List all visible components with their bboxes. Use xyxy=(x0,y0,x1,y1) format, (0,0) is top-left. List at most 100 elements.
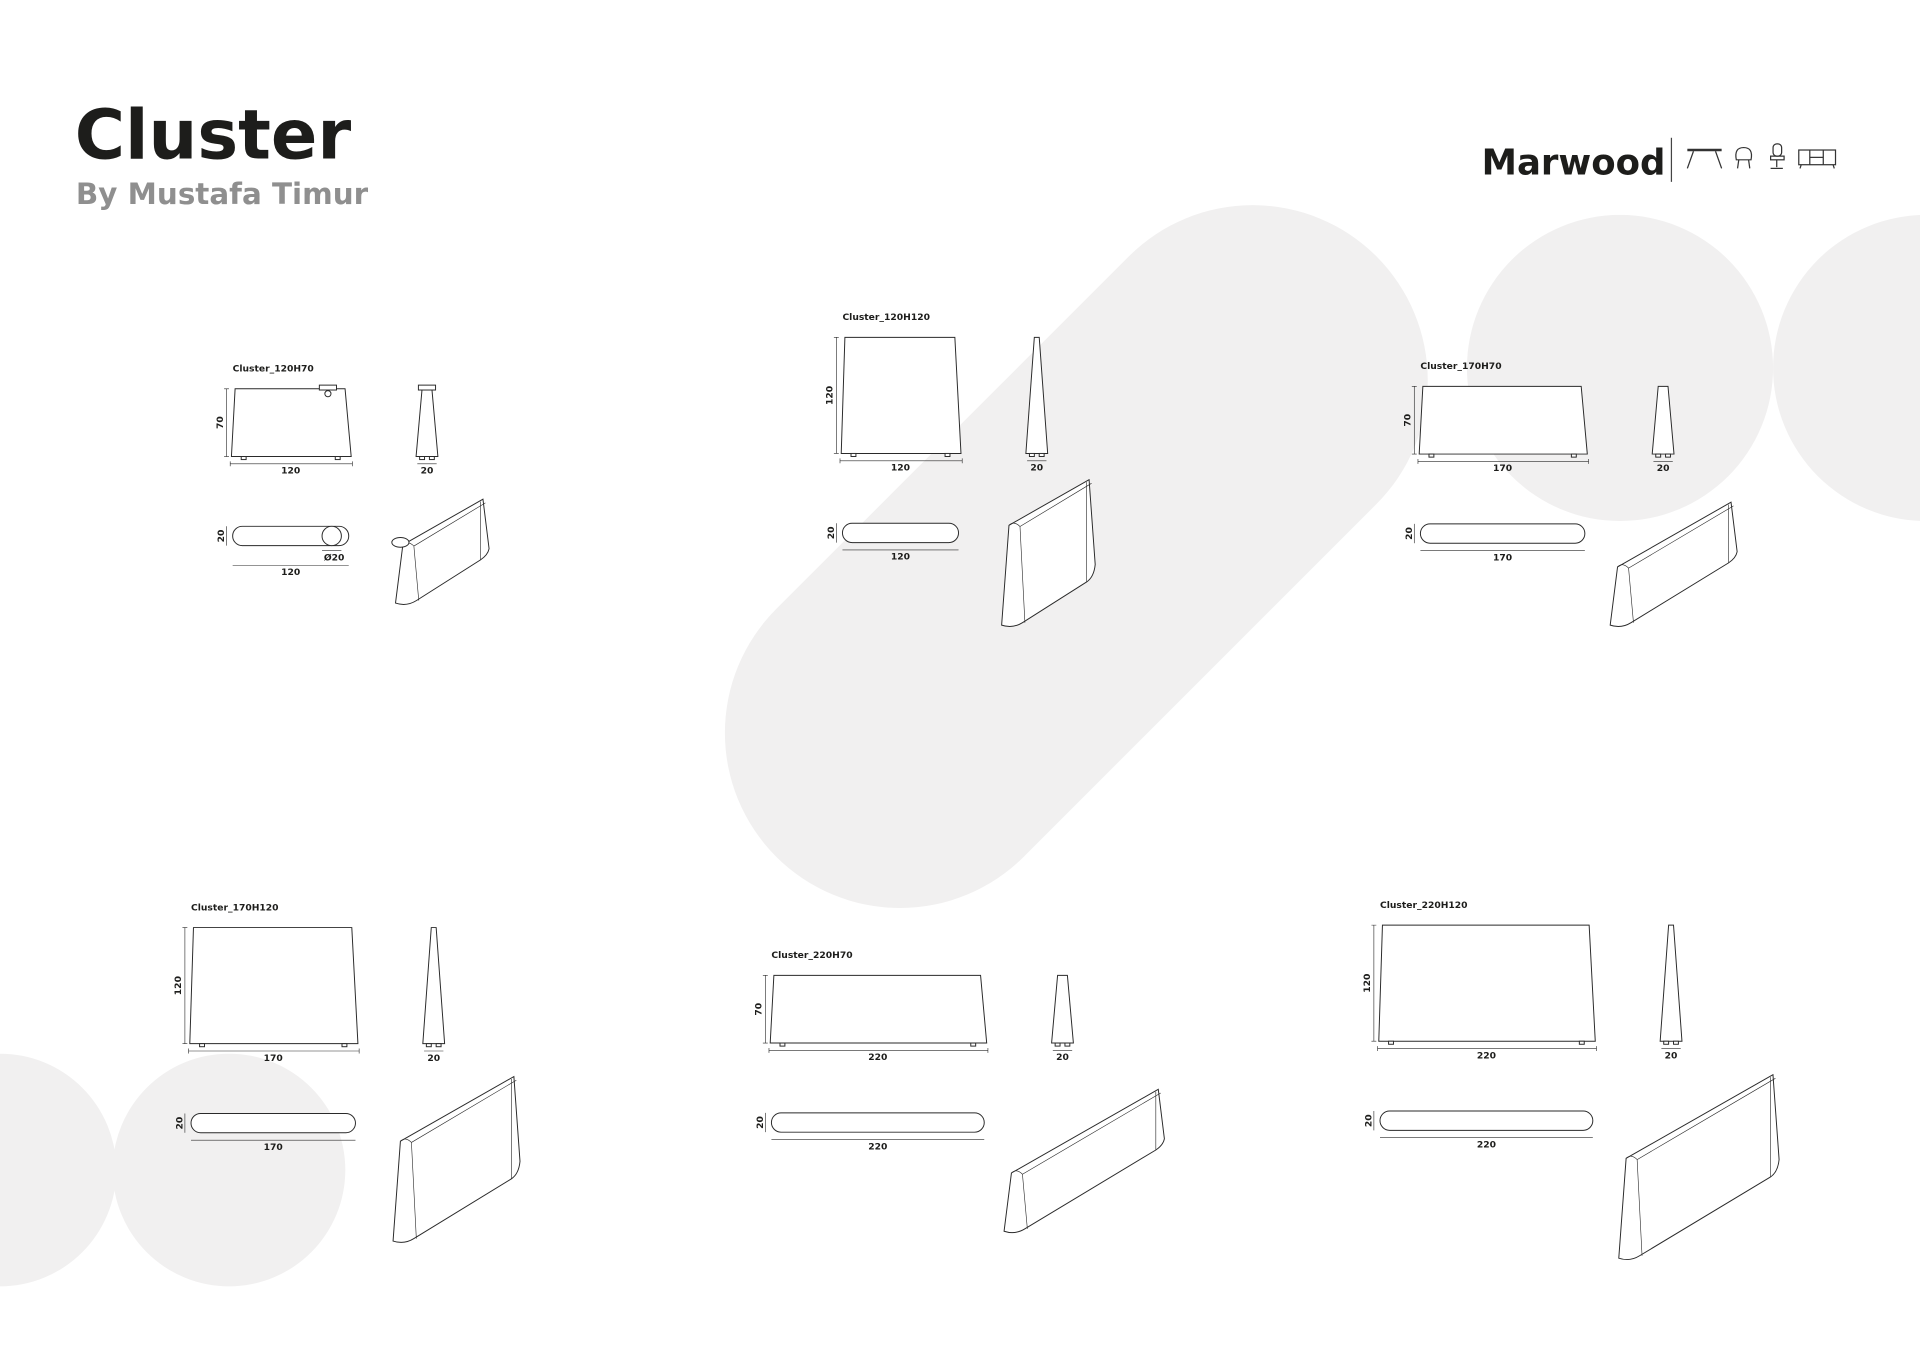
foot xyxy=(1663,1040,1670,1045)
brand-logo: Marwood xyxy=(1482,137,1837,184)
isometric-view xyxy=(1001,478,1096,627)
foot xyxy=(425,1043,432,1048)
foot xyxy=(1028,452,1035,457)
front-outline xyxy=(769,974,988,1044)
isometric-view xyxy=(1609,501,1738,627)
office-chair-icon xyxy=(1770,143,1785,169)
width-label: 120 xyxy=(891,463,910,474)
sideboard-icon xyxy=(1798,149,1837,169)
iso-outline xyxy=(394,498,490,605)
side-view: 20 xyxy=(422,927,446,1064)
disk-outline xyxy=(321,525,342,547)
foot xyxy=(1428,453,1435,458)
height-label: 120 xyxy=(1362,974,1373,993)
foot xyxy=(944,452,951,457)
bg-circle xyxy=(1466,214,1774,522)
front-view: 120 70 xyxy=(215,384,353,477)
top-view: 20 170 xyxy=(174,1112,356,1153)
bg-circle xyxy=(1773,215,1920,521)
armchair-icon xyxy=(1735,146,1753,169)
side-outline xyxy=(415,388,439,457)
width-label: 220 xyxy=(1477,1139,1496,1150)
product-label: Cluster_220H120 xyxy=(1380,900,1468,911)
width-label: 220 xyxy=(868,1052,887,1063)
top-disk xyxy=(417,384,437,391)
width-dimension-line xyxy=(839,458,963,464)
width-dimension-line xyxy=(1377,1046,1597,1051)
depth-label: 20 xyxy=(1665,1050,1678,1061)
height-label: 120 xyxy=(825,386,836,405)
width-label: 170 xyxy=(264,1142,283,1153)
foot xyxy=(1578,1040,1585,1045)
page-title: Cluster xyxy=(75,96,352,176)
width-label: 120 xyxy=(281,567,300,578)
front-outline xyxy=(189,927,359,1045)
product-label: Cluster_120H70 xyxy=(233,364,314,375)
width-label: 220 xyxy=(868,1141,887,1152)
side-view: 20 xyxy=(1051,974,1074,1063)
depth-label: 20 xyxy=(1030,463,1043,474)
foot xyxy=(435,1043,442,1048)
depth-label: 20 xyxy=(427,1053,440,1064)
height-dimension-line xyxy=(224,388,229,457)
product-label: Cluster_220H70 xyxy=(771,950,852,961)
bg-circle xyxy=(0,1053,117,1287)
width-label: 120 xyxy=(281,466,300,477)
isometric-view xyxy=(1618,1073,1780,1261)
isometric-view xyxy=(1003,1088,1165,1234)
height-dimension-line xyxy=(762,975,768,1044)
foot xyxy=(1038,452,1045,457)
side-view: 20 xyxy=(415,384,439,477)
height-dimension-line xyxy=(182,927,188,1044)
isometric-view xyxy=(392,1075,521,1243)
front-outline xyxy=(840,336,962,454)
width-label: 220 xyxy=(1477,1050,1496,1061)
front-outline xyxy=(230,388,352,457)
depth-label: 20 xyxy=(216,530,227,543)
side-outline xyxy=(1025,336,1049,454)
foot xyxy=(1665,453,1671,458)
side-view: 20 xyxy=(1659,924,1683,1061)
height-label: 70 xyxy=(215,416,226,429)
side-view: 20 xyxy=(1025,336,1049,474)
height-label: 120 xyxy=(173,976,184,995)
diameter-label: Ø20 xyxy=(324,552,345,563)
top-outline xyxy=(190,1112,356,1134)
foot xyxy=(428,456,435,461)
foot xyxy=(341,1043,348,1048)
foot xyxy=(1655,453,1662,458)
foot xyxy=(1388,1040,1394,1045)
top-view: Ø20 20 120 xyxy=(216,525,350,578)
depth-label: 20 xyxy=(826,527,837,540)
product-label: Cluster_170H120 xyxy=(191,902,279,913)
isometric-view xyxy=(391,498,490,605)
depth-label: 20 xyxy=(174,1117,185,1130)
iso-outline xyxy=(1003,1088,1165,1234)
bg-circle xyxy=(112,1053,346,1287)
depth-label: 20 xyxy=(1404,527,1415,540)
iso-edges xyxy=(400,1078,517,1239)
side-outline xyxy=(1651,385,1675,455)
front-outline xyxy=(1418,385,1588,455)
top-outline xyxy=(841,522,960,544)
iso-outline xyxy=(1609,501,1738,627)
front-view: 170 120 xyxy=(173,927,360,1064)
foot xyxy=(334,456,341,461)
connector xyxy=(324,390,332,398)
product-cluster-170h120: Cluster_170H120 170 120 20 20 170 xyxy=(173,902,521,1243)
depth-label: 20 xyxy=(1657,463,1670,474)
iso-edges xyxy=(1011,1091,1161,1229)
height-dimension-line xyxy=(1411,386,1417,455)
width-dimension-line xyxy=(1417,458,1589,464)
front-view: 120 120 xyxy=(825,336,963,474)
width-label: 170 xyxy=(264,1053,283,1064)
top-outline xyxy=(1419,523,1586,544)
width-dimension-line xyxy=(768,1047,989,1053)
width-dimension-line xyxy=(229,461,353,467)
